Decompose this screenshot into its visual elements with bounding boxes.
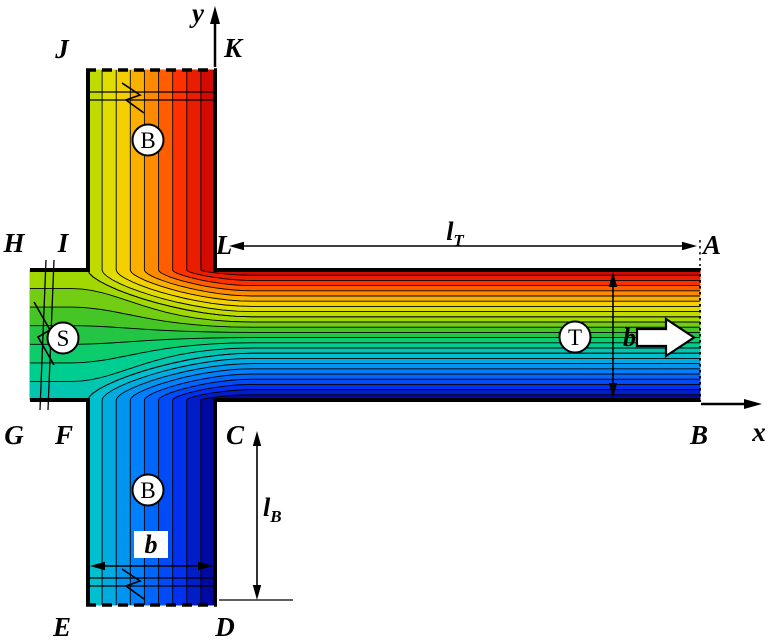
label-through: T xyxy=(568,325,582,350)
dim-b-outlet-arrowhead-top xyxy=(608,272,618,287)
lT-subscript: T xyxy=(453,231,464,250)
outflow-direction-arrow xyxy=(635,316,696,359)
label-source: S xyxy=(57,326,70,351)
label-E: E xyxy=(52,612,71,641)
streamline xyxy=(101,357,700,605)
dimension-arrows xyxy=(90,241,697,601)
break-zigzag xyxy=(121,568,145,600)
flow-band xyxy=(158,378,701,606)
label-I: I xyxy=(57,228,70,258)
flow-band xyxy=(200,394,701,606)
label-b-outlet: b xyxy=(623,323,636,352)
break-zigzag xyxy=(121,82,145,114)
streamline xyxy=(30,288,700,323)
streamline xyxy=(87,352,700,605)
streamline xyxy=(115,70,700,307)
label-y-axis: y xyxy=(189,0,205,28)
circle-through xyxy=(558,320,592,354)
flow-band xyxy=(186,69,701,281)
streamline xyxy=(129,70,700,302)
flow-band xyxy=(172,383,701,606)
label-C: C xyxy=(226,420,245,450)
label-G: G xyxy=(4,420,24,450)
streamline xyxy=(30,325,700,333)
streamline xyxy=(143,70,700,297)
streamline xyxy=(200,70,700,276)
streamline xyxy=(158,378,700,605)
flow-band xyxy=(143,373,701,606)
streamline xyxy=(30,347,700,382)
streamline xyxy=(129,368,700,605)
label-K: K xyxy=(223,33,244,63)
streamline xyxy=(186,70,700,281)
streamline xyxy=(200,394,700,605)
flow-band xyxy=(143,69,701,297)
circle-branch-top xyxy=(131,123,165,157)
wall-bottom-right xyxy=(213,398,700,605)
streamline xyxy=(115,363,700,605)
label-b-bottom: b xyxy=(145,530,158,559)
flow-band xyxy=(172,69,701,287)
wall-top-left xyxy=(30,70,90,272)
streamline xyxy=(143,373,700,605)
label-branch-top: B xyxy=(140,128,155,153)
wall-top-right xyxy=(213,70,700,272)
channel-walls xyxy=(30,70,700,605)
axes xyxy=(210,6,762,409)
flow-band xyxy=(158,69,701,292)
streamline xyxy=(30,306,700,328)
break-symbols xyxy=(33,82,215,600)
label-b-bottom-backplate xyxy=(134,531,168,558)
label-L: L xyxy=(215,230,233,260)
break-zigzag xyxy=(33,301,55,366)
dim-lB-arrowhead-bottom xyxy=(252,585,262,600)
label-lT: lT xyxy=(446,217,464,250)
label-x-axis: x xyxy=(751,417,766,447)
label-B-corner: B xyxy=(689,420,708,450)
open-ends xyxy=(86,68,701,607)
circled-labels: B S B T xyxy=(46,123,592,507)
streamline xyxy=(30,269,700,318)
lB-symbol: l xyxy=(263,493,271,522)
label-H: H xyxy=(2,228,25,258)
circle-branch-bottom xyxy=(131,473,165,507)
label-A: A xyxy=(701,230,721,260)
streamline xyxy=(186,389,700,605)
circle-source xyxy=(46,321,80,355)
y-axis-arrowhead xyxy=(210,6,220,24)
label-F: F xyxy=(54,420,73,450)
dim-b-bottom-arrowhead-right xyxy=(198,561,213,571)
streamline xyxy=(30,342,700,364)
streamlines xyxy=(30,70,700,605)
x-axis-arrowhead xyxy=(744,399,762,409)
lB-subscript: B xyxy=(269,507,281,526)
dim-b-bottom-arrowhead-left xyxy=(90,561,105,571)
label-branch-bottom: B xyxy=(140,478,155,503)
dimension-labels: lT lB b b xyxy=(134,217,636,559)
dim-lT-arrowhead-right xyxy=(682,241,697,251)
dim-lT-arrowhead-left xyxy=(229,241,244,251)
lT-symbol: l xyxy=(446,217,454,246)
label-lB: lB xyxy=(263,493,282,526)
wall-bottom-left xyxy=(30,398,90,605)
dim-b-outlet-arrowhead-bottom xyxy=(608,383,618,398)
streamline xyxy=(158,70,700,292)
streamline xyxy=(172,70,700,287)
streamline xyxy=(101,70,700,313)
streamline xyxy=(30,337,700,345)
streamline xyxy=(172,383,700,605)
dim-lB-arrowhead-top xyxy=(252,431,262,446)
label-D: D xyxy=(214,612,235,641)
label-J: J xyxy=(54,34,70,64)
